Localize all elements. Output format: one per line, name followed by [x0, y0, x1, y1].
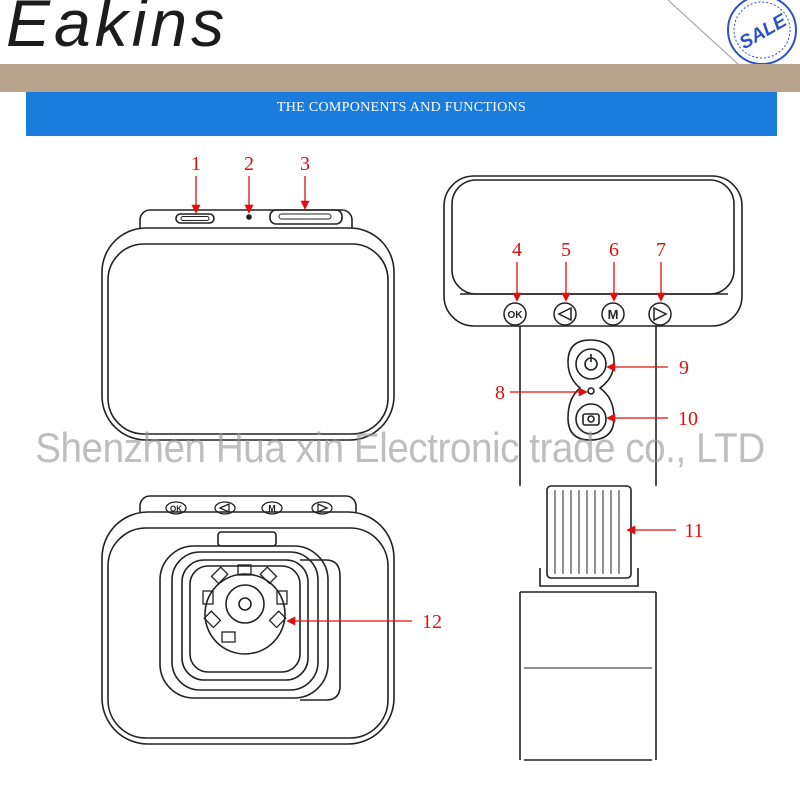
callout-1: 1	[191, 153, 201, 175]
callout-leaders	[191, 176, 676, 626]
callout-10: 10	[678, 408, 698, 430]
callout-7: 7	[656, 239, 666, 261]
callout-3: 3	[300, 153, 310, 175]
callout-5: 5	[561, 239, 571, 261]
m-glyph: M	[608, 307, 619, 322]
usb-port	[175, 213, 215, 224]
ok-button	[503, 302, 527, 326]
callout-9: 9	[679, 357, 689, 379]
mode-button	[601, 302, 625, 326]
back-ok-glyph: OK	[170, 505, 182, 514]
card-slot	[269, 209, 343, 225]
device-top-view	[101, 209, 395, 441]
callout-6: 6	[609, 239, 619, 261]
brand-logo: Eakins	[6, 0, 229, 60]
side-buttons-row	[503, 302, 672, 326]
lens-icon	[225, 584, 265, 624]
callout-2: 2	[244, 153, 254, 175]
capture-button	[575, 403, 607, 435]
title-banner: THE COMPONENTS AND FUNCTIONS	[26, 92, 777, 136]
banner-title: THE COMPONENTS AND FUNCTIONS	[276, 100, 527, 115]
callout-8: 8	[495, 382, 505, 404]
company-watermark: Shenzhen Hua xin Electronic trade co., L…	[35, 424, 765, 471]
callout-numbers: 1 2 3 4 5 6 7 8 9 10 11 12	[191, 153, 704, 633]
back-buttons-row	[165, 501, 333, 515]
right-button	[648, 302, 672, 326]
callout-12: 12	[422, 611, 442, 633]
back-m-glyph: M	[268, 504, 276, 514]
header-band	[0, 64, 800, 92]
led-indicator	[587, 387, 595, 395]
handle	[519, 326, 657, 761]
power-button	[575, 348, 607, 380]
indicator-hole	[246, 214, 252, 220]
focus-wheel	[539, 485, 639, 587]
device-side-view: OK M	[443, 175, 743, 761]
sale-badge: SALE	[667, 0, 797, 65]
device-back-view: OK M	[101, 495, 395, 745]
ok-glyph: OK	[508, 310, 524, 321]
callout-4: 4	[512, 239, 522, 261]
led-ring	[202, 564, 288, 643]
callout-11: 11	[684, 520, 703, 542]
left-button	[553, 302, 577, 326]
